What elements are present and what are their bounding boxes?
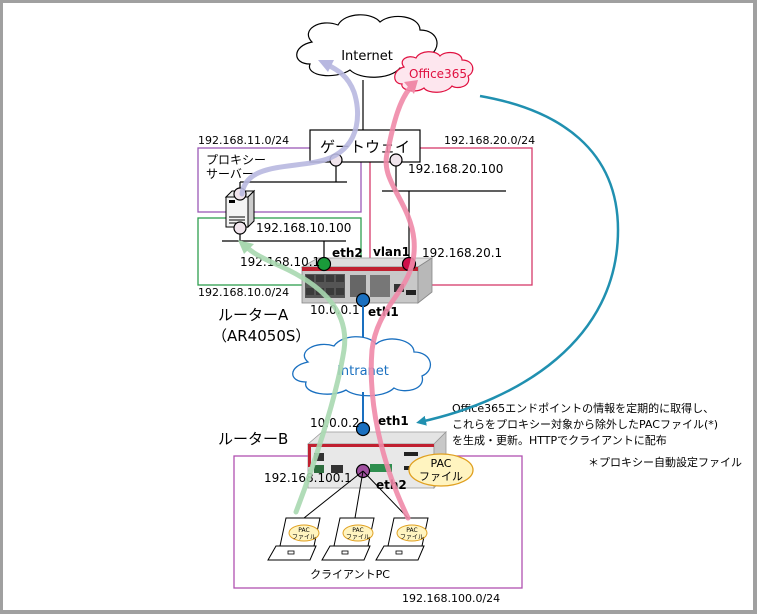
pac-label-1: PAC bbox=[431, 457, 452, 470]
clients-label: クライアントPC bbox=[310, 568, 390, 581]
office365-flow-arrow bbox=[368, 85, 417, 521]
note-line-2: これらをプロキシー対象から除外したPACファイル(*) bbox=[452, 417, 718, 431]
network-box-10 bbox=[197, 217, 362, 286]
intranet-label: Intranet bbox=[337, 364, 389, 379]
office365-cloud: Office365 bbox=[394, 51, 474, 93]
client-pac-label: ファイル bbox=[292, 534, 316, 541]
router-a-eth2-port bbox=[316, 256, 332, 272]
client-pac-label: PAC bbox=[298, 527, 309, 534]
network-11-label: 192.168.11.0/24 bbox=[198, 134, 289, 147]
proxy-label-1: プロキシー bbox=[206, 153, 266, 167]
client-pac-label: PAC bbox=[352, 527, 363, 534]
intranet-flow-arrowhead bbox=[238, 240, 254, 254]
client-laptop-icon: PACファイル bbox=[267, 517, 321, 561]
internet-label: Internet bbox=[341, 49, 393, 64]
proxy-ip: 192.168.10.100 bbox=[256, 221, 351, 235]
network-20-label: 192.168.20.0/24 bbox=[444, 134, 535, 147]
note-line-1: Office365エンドポイントの情報を定期的に取得し、 bbox=[452, 401, 714, 415]
router-b-eth1-port bbox=[355, 421, 371, 437]
network-100-label: 192.168.100.0/24 bbox=[402, 592, 500, 605]
note-line-3: を生成・更新。HTTPでクライアントに配布 bbox=[452, 433, 667, 447]
proxy-flow-arrowhead bbox=[318, 60, 334, 72]
router-b-eth1-label: eth1 bbox=[378, 414, 409, 428]
client-laptop-icon: PACファイル bbox=[321, 517, 375, 561]
router-a-vlan1-ip: 192.168.20.1 bbox=[422, 246, 502, 260]
network-10-label: 192.168.10.0/24 bbox=[198, 286, 289, 299]
client-laptop-icon: PACファイル bbox=[375, 517, 429, 561]
gateway-port-20 bbox=[389, 153, 403, 167]
intranet-flow-arrow bbox=[241, 241, 348, 515]
router-a-vlan1-label: vlan1 bbox=[373, 245, 410, 259]
office365-label: Office365 bbox=[409, 67, 467, 81]
router-a-eth2-label: eth2 bbox=[332, 246, 363, 260]
gateway-label: ゲートウェイ bbox=[320, 138, 410, 156]
client-pac-label: PAC bbox=[406, 527, 417, 534]
network-box-11 bbox=[197, 147, 362, 213]
office365-flow-arrowhead bbox=[404, 80, 418, 94]
router-b-eth1-ip: 10.0.0.2 bbox=[310, 416, 360, 430]
pac-update-arrow bbox=[416, 94, 620, 426]
network-box-20 bbox=[369, 147, 533, 286]
proxy-label-2: サーバー bbox=[206, 167, 254, 181]
note-footnote: ＊プロキシー自動設定ファイル bbox=[588, 455, 742, 469]
pac-file-bubble: PAC ファイル bbox=[408, 453, 474, 487]
proxy-server-icon bbox=[224, 182, 256, 235]
pac-label-2: ファイル bbox=[419, 470, 463, 483]
client-pac-label: ファイル bbox=[400, 534, 424, 541]
router-b-name: ルーターB bbox=[218, 430, 288, 448]
proxy-flow-arrow bbox=[239, 61, 361, 197]
router-a-name: ルーターA bbox=[218, 306, 289, 324]
intranet-cloud: Intranet bbox=[292, 336, 432, 397]
gateway-ip-20: 192.168.20.100 bbox=[408, 162, 503, 176]
router-a-model: （AR4050S） bbox=[212, 327, 310, 345]
client-pac-label: ファイル bbox=[346, 534, 370, 541]
